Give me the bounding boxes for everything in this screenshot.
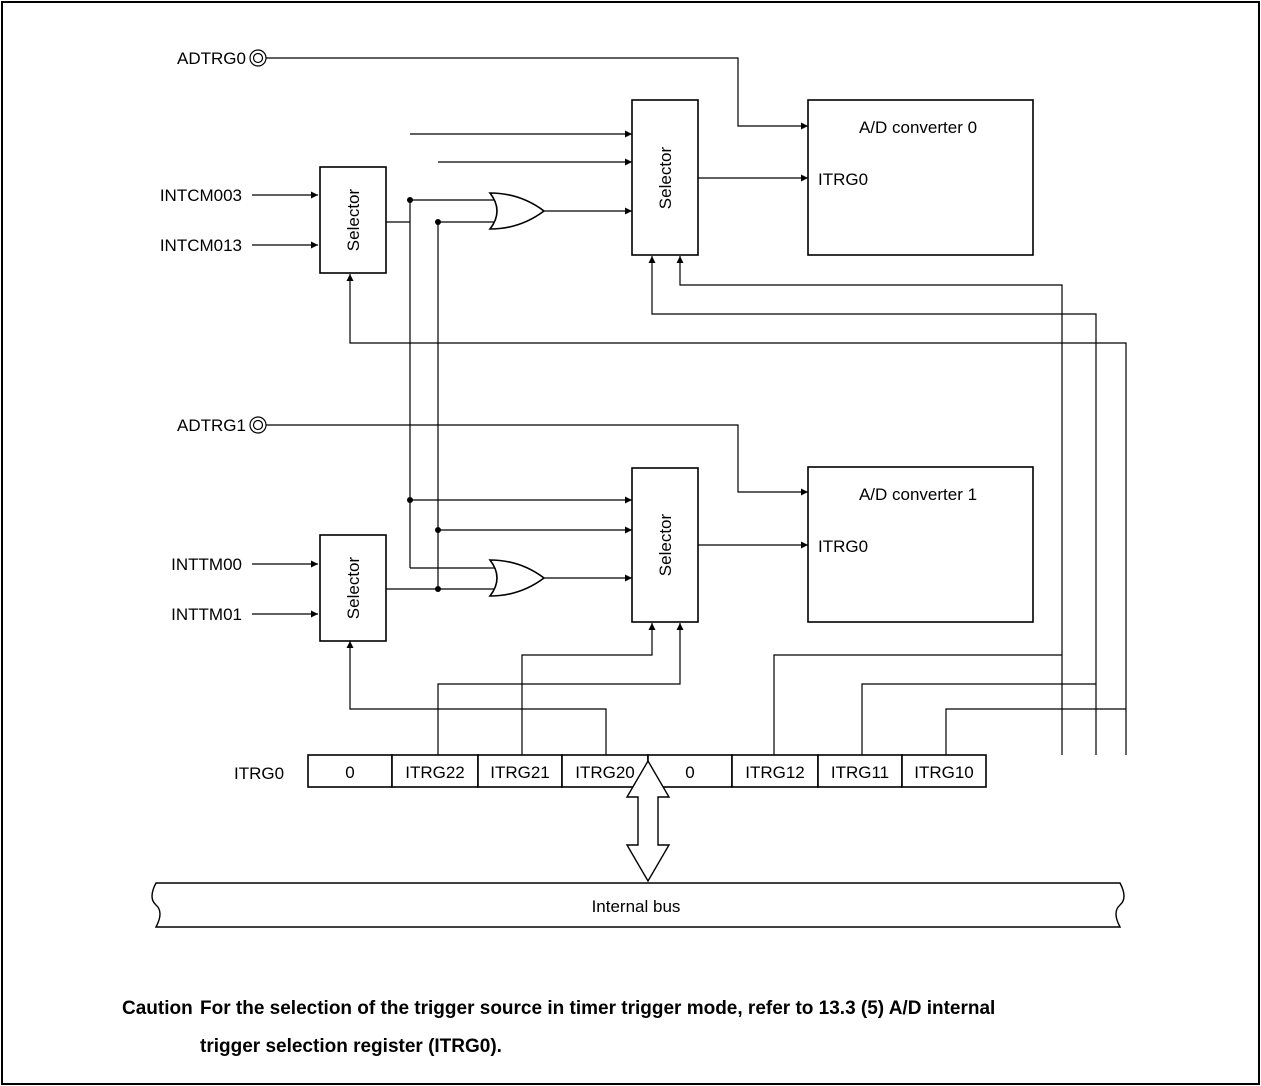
- internal-bus: [151, 882, 1125, 928]
- ad-converter-0-title: A/D converter 0: [859, 118, 977, 137]
- ad-converter-1: [807, 466, 1034, 623]
- input-inttm00-label: INTTM00: [171, 555, 242, 574]
- junction-dot: [435, 527, 441, 533]
- selector-c-label: Selector: [344, 556, 363, 619]
- selector-a-label: Selector: [344, 188, 363, 251]
- ad-converter-1-title: A/D converter 1: [859, 485, 977, 504]
- junction-dot: [407, 497, 413, 503]
- register-bit-5: ITRG21: [490, 763, 550, 782]
- register-bit-0: ITRG10: [914, 763, 974, 782]
- caution-text-line2: trigger selection register (ITRG0).: [200, 1036, 502, 1057]
- register-bit-6: ITRG22: [405, 763, 465, 782]
- ad-converter-0-input: ITRG0: [818, 170, 868, 189]
- selector-c: [319, 534, 387, 642]
- junction-dot: [407, 197, 413, 203]
- junction-dot: [435, 219, 441, 225]
- selector-d: [631, 467, 699, 623]
- junction-dot: [435, 586, 441, 592]
- register-bit-4: ITRG20: [575, 763, 635, 782]
- ad-converter-0: [807, 99, 1034, 256]
- pin-adtrg1-icon: [249, 416, 267, 434]
- bus-double-arrow-icon: [625, 759, 671, 883]
- selector-a: [319, 166, 387, 274]
- ad-converter-1-input: ITRG0: [818, 537, 868, 556]
- input-inttm01-label: INTTM01: [171, 605, 242, 624]
- register-bit-2: ITRG12: [745, 763, 805, 782]
- register-name: ITRG0: [234, 764, 284, 783]
- selector-b: [631, 99, 699, 256]
- or-gate-a: [488, 192, 546, 230]
- selector-d-label: Selector: [656, 513, 675, 576]
- input-intcm013-label: INTCM013: [160, 236, 242, 255]
- input-adtrg1-label: ADTRG1: [177, 416, 246, 435]
- caution-text-line1: For the selection of the trigger source …: [200, 998, 996, 1019]
- register-itrg0: [307, 754, 987, 788]
- or-gate-b: [488, 559, 546, 597]
- register-bit-3: 0: [685, 763, 694, 782]
- register-bit-7: 0: [345, 763, 354, 782]
- register-bit-1: ITRG11: [831, 763, 889, 782]
- pin-adtrg0-icon: [249, 49, 267, 67]
- caution-label: Caution: [122, 998, 193, 1019]
- input-intcm003-label: INTCM003: [160, 186, 242, 205]
- selector-b-label: Selector: [656, 146, 675, 209]
- input-adtrg0-label: ADTRG0: [177, 49, 246, 68]
- bus-label: Internal bus: [592, 897, 681, 916]
